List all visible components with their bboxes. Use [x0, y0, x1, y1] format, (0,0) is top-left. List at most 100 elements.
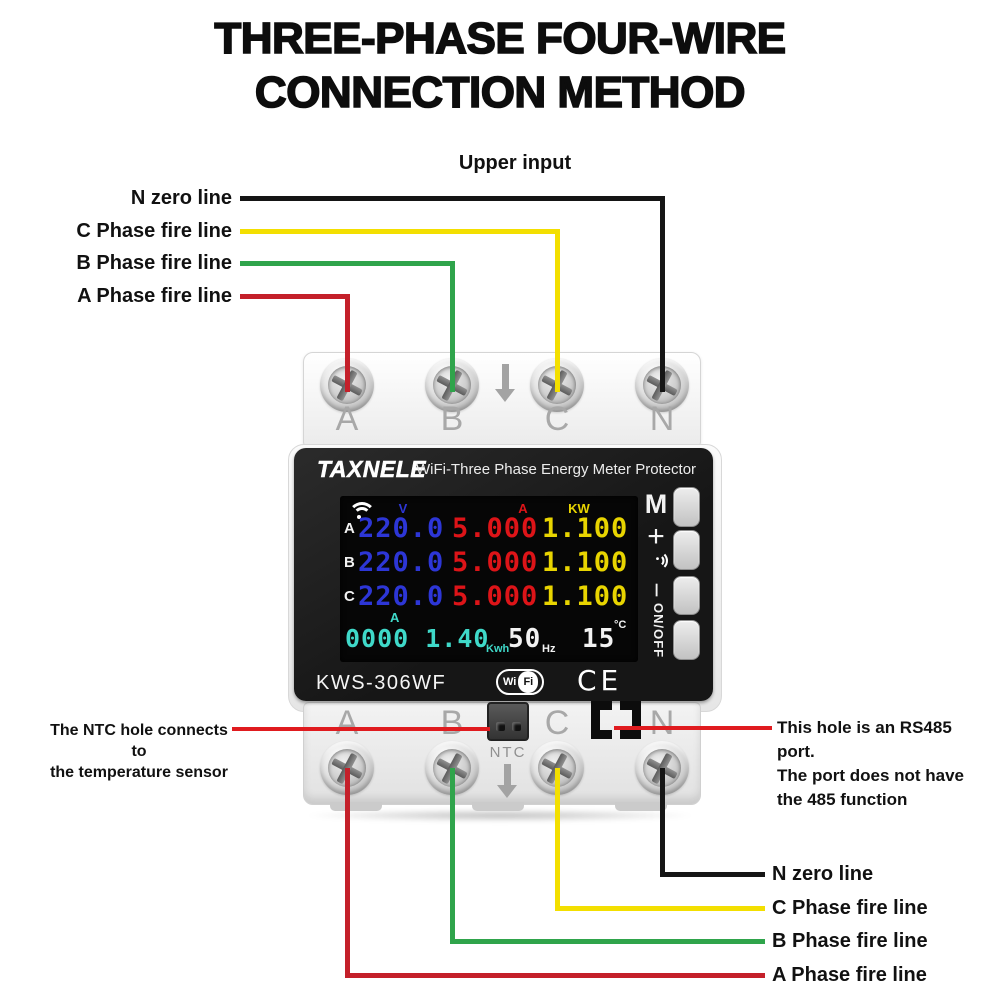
mount-foot	[472, 802, 524, 811]
terminal-letter-bottom-a: A	[335, 704, 359, 742]
ntc-annotation-line-2: the temperature sensor	[50, 764, 228, 781]
lcd-temperature-value: 15	[582, 624, 616, 654]
wire-neutral-top-horizontal	[240, 196, 665, 201]
lcd-current-value: 5.000	[452, 513, 539, 544]
wire-c-phase-bottom-vertical	[555, 768, 560, 911]
label-c-phase-top: C Phase fire line	[76, 220, 232, 242]
lcd-current-value: 5.000	[452, 581, 539, 612]
rs485-annotation-line-2: The port does not have	[777, 766, 965, 785]
lcd-header-current: A	[518, 501, 528, 516]
wifi-badge-fi: Fi	[518, 671, 539, 693]
terminal-letter-bottom-b: B	[440, 704, 464, 742]
ntc-port-label: NTC	[489, 744, 527, 761]
label-n-zero-line-top: N zero line	[130, 187, 232, 209]
rs485-pointer-line	[614, 726, 772, 730]
direction-arrow-bottom-icon	[504, 764, 511, 786]
minus-button-label: −	[642, 582, 672, 598]
wire-c-phase-bottom-horizontal	[555, 906, 765, 911]
device-shadow	[308, 809, 692, 822]
label-b-phase-top: B Phase fire line	[76, 252, 232, 274]
title-line-1: THREE-PHASE FOUR-WIRE	[214, 13, 787, 64]
wifi-badge: Wi Fi	[496, 669, 544, 695]
lcd-frequency-value: 50	[508, 624, 542, 654]
ce-mark: CE	[577, 664, 623, 697]
wifi-function-icon	[648, 550, 668, 571]
model-number: KWS-306WF	[316, 672, 447, 694]
rs485-annotation-line-1: This hole is an RS485 port.	[777, 718, 952, 761]
label-n-zero-line-bottom: N zero line	[772, 863, 874, 885]
direction-arrow-bottom-head	[497, 785, 517, 798]
label-c-phase-bottom: C Phase fire line	[772, 897, 928, 919]
lcd-row-label: A	[344, 520, 355, 537]
upper-input-label: Upper input	[458, 152, 572, 174]
terminal-letter-top-c: C	[544, 400, 570, 438]
m-button-label: M	[644, 489, 668, 519]
terminal-letter-top-n: N	[649, 400, 675, 438]
lcd-frequency-unit: Hz	[542, 643, 556, 655]
wire-neutral-bottom-horizontal	[660, 872, 765, 877]
terminal-letter-top-a: A	[335, 400, 359, 438]
m-button	[673, 487, 700, 527]
lcd-header-voltage: V	[398, 501, 408, 516]
ntc-annotation: The NTC hole connects to the temperature…	[44, 720, 234, 783]
terminal-letter-bottom-n: N	[649, 704, 675, 742]
ntc-annotation-line-1: The NTC hole connects to	[50, 722, 228, 760]
wire-a-phase-top-horizontal	[240, 294, 350, 299]
rs485-port-right	[620, 701, 641, 739]
terminal-letter-bottom-c: C	[544, 704, 570, 742]
lcd-current-value: 5.000	[452, 547, 539, 578]
lcd-row-label: C	[344, 588, 355, 605]
lcd-voltage-value: 220.0	[358, 547, 445, 578]
terminal-letter-top-b: B	[440, 400, 464, 438]
label-a-phase-top: A Phase fire line	[77, 285, 232, 307]
lcd-voltage-value: 220.0	[358, 513, 445, 544]
brand-logo: TAXNELE	[317, 456, 427, 483]
label-a-phase-bottom: A Phase fire line	[772, 964, 927, 986]
minus-button	[673, 576, 700, 615]
wire-neutral-bottom-vertical	[660, 768, 665, 877]
plus-button	[673, 530, 700, 570]
ntc-port	[487, 702, 529, 741]
lcd-row-phase-b: B 220.0 5.000 1.100	[340, 548, 638, 578]
lcd-row-label: B	[344, 554, 355, 571]
label-b-phase-bottom: B Phase fire line	[772, 930, 928, 952]
lcd-row-phase-c: C 220.0 5.000 1.100	[340, 582, 638, 612]
onoff-button-label: ON/OFF	[651, 603, 666, 659]
rs485-port-left	[591, 701, 612, 739]
lcd-row-phase-a: A 220.0 5.000 1.100	[340, 514, 638, 544]
onoff-button	[673, 620, 700, 660]
ntc-pointer-line	[232, 727, 490, 731]
wifi-badge-wi: Wi	[503, 676, 517, 688]
plus-button-label: +	[647, 520, 665, 553]
rs485-annotation-line-3: the 485 function	[777, 790, 908, 809]
panel-title: WiFi-Three Phase Energy Meter Protector	[415, 461, 697, 478]
lcd-energy-value: 0000 1.40	[345, 624, 490, 653]
mount-foot	[615, 802, 667, 811]
direction-arrow-top-head	[495, 389, 515, 402]
wire-neutral-top-vertical	[660, 196, 665, 392]
wire-b-phase-bottom-horizontal	[450, 939, 765, 944]
lcd-power-value: 1.100	[542, 547, 629, 578]
wire-a-phase-bottom-horizontal	[345, 973, 765, 978]
lcd-display: V A KW A 220.0 5.000 1.100 B 220.0 5.000…	[340, 496, 638, 662]
wire-b-phase-top-horizontal	[240, 261, 455, 266]
mount-foot	[330, 802, 382, 811]
rs485-annotation: This hole is an RS485 port. The port doe…	[777, 716, 992, 812]
wire-c-phase-top-vertical	[555, 229, 560, 392]
lcd-temperature-unit: °C	[614, 619, 627, 631]
lcd-power-value: 1.100	[542, 581, 629, 612]
wifi-signal-icon	[348, 502, 376, 522]
lcd-energy-phase-indicator: A	[390, 610, 400, 625]
title-line-2: CONNECTION METHOD	[254, 67, 746, 118]
lcd-voltage-value: 220.0	[358, 581, 445, 612]
wire-a-phase-bottom-vertical	[345, 768, 350, 978]
wire-b-phase-top-vertical	[450, 261, 455, 392]
lcd-header-power: KW	[568, 501, 590, 516]
wire-c-phase-top-horizontal	[240, 229, 560, 234]
lcd-power-value: 1.100	[542, 513, 629, 544]
page-title: THREE-PHASE FOUR-WIRE CONNECTION METHOD	[0, 12, 1000, 120]
direction-arrow-top-icon	[502, 364, 509, 390]
lcd-energy-unit: Kwh	[486, 643, 510, 655]
wire-a-phase-top-vertical	[345, 294, 350, 392]
